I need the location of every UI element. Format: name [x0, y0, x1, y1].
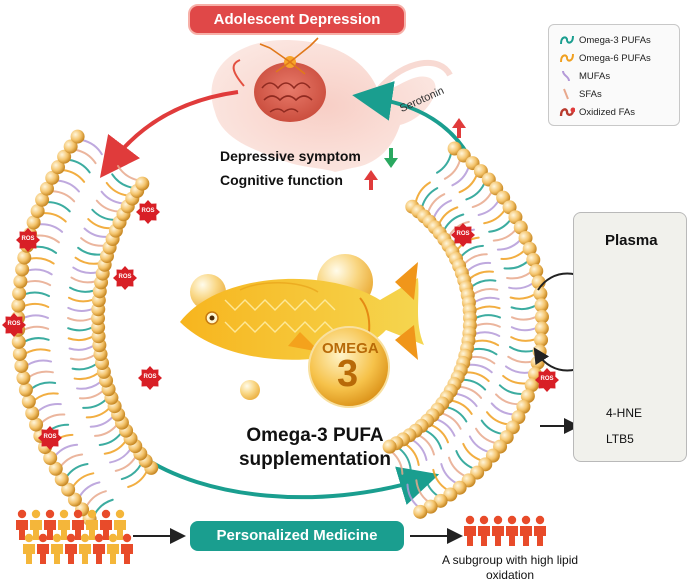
cell-membrane-left: [11, 129, 159, 526]
plasma-panel: [573, 212, 687, 462]
sfa-chain-icon: [563, 88, 569, 100]
depressive-symptom-label: Depressive symptom: [220, 148, 361, 164]
ros-label: ROS: [43, 434, 57, 440]
ros-burst-icon: [113, 266, 137, 290]
ros-burst-icon: [535, 368, 559, 392]
plasma-title: Plasma: [605, 232, 658, 249]
ros-label: ROS: [141, 208, 155, 214]
ros-burst-icon: [138, 366, 162, 390]
cycle-arrow-teal-bottom: [138, 453, 440, 505]
omega3-badge: [308, 326, 390, 408]
omega-badge-number: 3: [337, 353, 359, 395]
ros-burst-icon: [451, 223, 475, 247]
marker-ltb5-label: LTB5: [606, 432, 634, 446]
legend-item-oxidized: Oxidized FAs: [559, 107, 635, 118]
subgroup-people-icon: [464, 515, 546, 546]
title-text: Adolescent Depression: [213, 11, 381, 28]
legend-item-omega6: Omega-6 PUFAs: [560, 53, 651, 64]
depressive-down-arrow: [384, 148, 398, 168]
ros-burst-icon: [38, 426, 62, 450]
cycle-arrow-teal-top: [352, 81, 470, 157]
omega6-chain-icon: [560, 53, 574, 63]
cycle-arrow-red: [99, 90, 239, 178]
cognitive-up-arrow: [364, 170, 378, 190]
legend-item-mufa: MUFAs: [562, 70, 610, 82]
ros-label: ROS: [540, 376, 554, 382]
mufa-chain-icon: [562, 70, 570, 82]
ros-burst-icon: [2, 313, 26, 337]
cognitive-function-label: Cognitive function: [220, 172, 343, 188]
ros-label: ROS: [143, 374, 157, 380]
legend-item-omega3: Omega-3 PUFAs: [560, 35, 651, 46]
brain-icon: [254, 62, 326, 122]
ros-label: ROS: [118, 274, 132, 280]
omega3-chain-icon: [560, 35, 574, 45]
ros-label: ROS: [456, 231, 470, 237]
personalized-medicine-badge: Personalized Medicine: [190, 521, 404, 551]
supplementation-label: Omega-3 PUFA supplementation: [238, 425, 391, 470]
neuron-icon: [259, 37, 319, 75]
ros-burst-icon: [136, 200, 160, 224]
ros-markers: [2, 200, 559, 450]
marker-hne-label: 4-HNE: [606, 406, 643, 420]
title-badge: Adolescent Depression: [188, 4, 406, 35]
head-illustration: [211, 37, 453, 172]
legend: Omega-3 PUFAs Omega-6 PUFAs MUFAs SFAs O…: [548, 24, 680, 126]
omega-badge-word: OMEGA: [322, 340, 379, 357]
legend-item-sfa: SFAs: [563, 88, 602, 100]
oxidized-fa-icon: [559, 107, 575, 117]
oil-bubble-small: [240, 380, 260, 400]
population-group-icon: [16, 509, 133, 564]
serotonin-up-arrow: [452, 118, 466, 138]
ros-label: ROS: [7, 321, 21, 327]
ros-label: ROS: [21, 236, 35, 242]
ros-burst-icon: [16, 228, 40, 252]
subgroup-label: A subgroup with high lipid oxidation: [441, 553, 579, 582]
